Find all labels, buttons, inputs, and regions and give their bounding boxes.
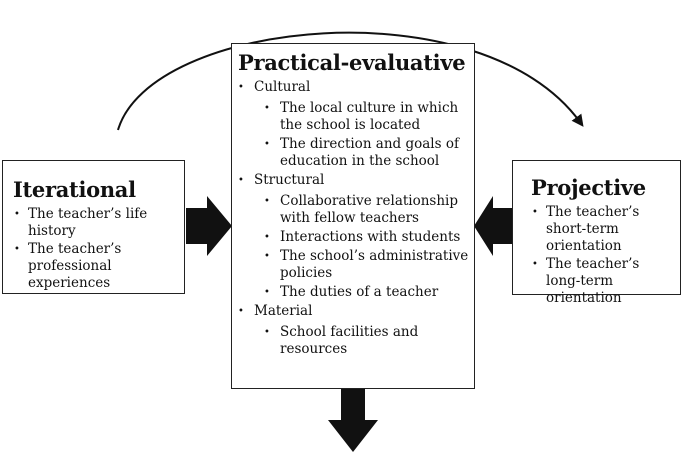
category-label: Material <box>254 303 313 319</box>
category-structural: Structural Collaborative relationship wi… <box>232 172 470 301</box>
list-item: The local culture in which the school is… <box>254 100 470 134</box>
projective-title: Projective <box>531 175 646 200</box>
iterational-box: Iterational The teacher’s life history T… <box>2 160 185 294</box>
category-cultural: Cultural The local culture in which the … <box>232 79 470 170</box>
projective-list: The teacher’s short-term orientation The… <box>531 204 676 307</box>
list-item: Interactions with students <box>254 229 470 246</box>
list-item: School facilities and resources <box>254 324 470 358</box>
list-item: The direction and goals of education in … <box>254 136 470 170</box>
list-item: The teacher’s professional experiences <box>13 241 178 292</box>
iterational-list: The teacher’s life history The teacher’s… <box>13 206 178 292</box>
list-item: The teacher’s short-term orientation <box>531 204 676 255</box>
output-arrow <box>328 389 378 452</box>
projective-arrow <box>474 196 512 256</box>
list-item: Collaborative relationship with fellow t… <box>254 193 470 227</box>
practical-evaluative-box: Practical-evaluative Cultural The local … <box>231 43 475 389</box>
category-material: Material School facilities and resources <box>232 303 470 358</box>
category-label: Structural <box>254 172 325 188</box>
list-item: The duties of a teacher <box>254 284 470 301</box>
list-item: The teacher’s life history <box>13 206 178 240</box>
list-item: The school’s administrative policies <box>254 248 470 282</box>
temporal-arc <box>117 31 584 131</box>
category-label: Cultural <box>254 79 311 95</box>
iterational-title: Iterational <box>13 177 136 202</box>
practical-evaluative-title: Practical-evaluative <box>238 50 466 75</box>
projective-box: Projective The teacher’s short-term orie… <box>512 160 681 306</box>
iterational-arrow <box>186 196 232 256</box>
category-list: Cultural The local culture in which the … <box>232 79 470 358</box>
list-item: The teacher’s long-term orientation <box>531 256 676 307</box>
